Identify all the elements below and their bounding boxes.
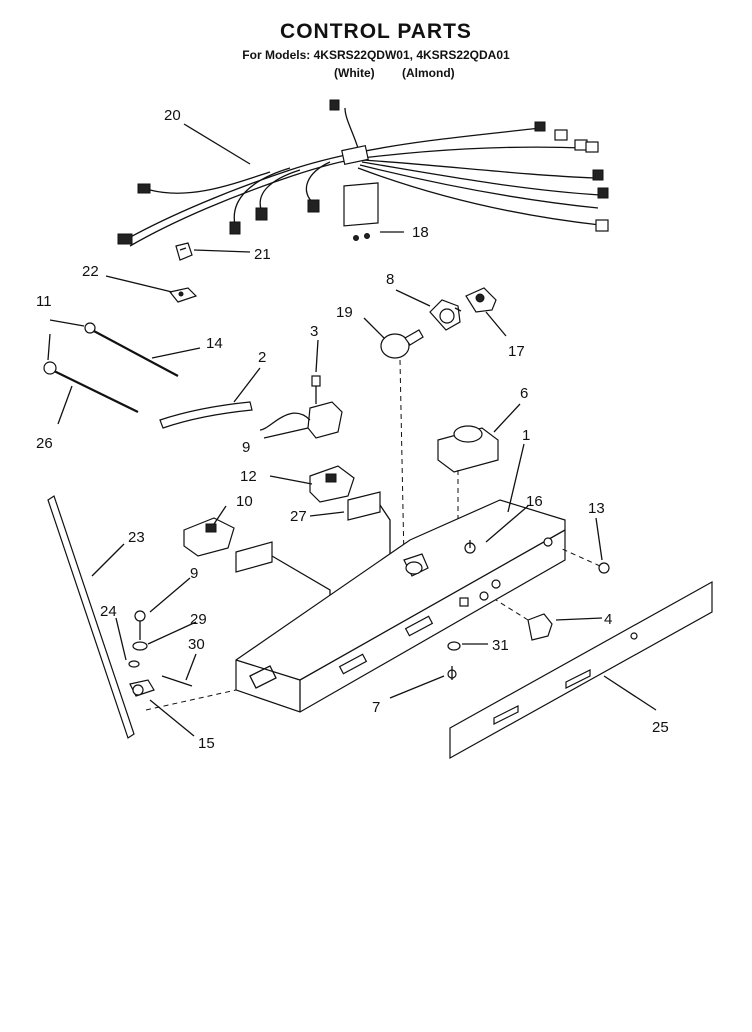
light-bulb-part-19 bbox=[380, 329, 424, 561]
hinge-hardware-group bbox=[128, 610, 237, 711]
callout-9-lower: 9 bbox=[190, 565, 198, 582]
callout-12: 12 bbox=[240, 468, 257, 485]
callout-23: 23 bbox=[128, 529, 145, 546]
tube-part-2 bbox=[159, 401, 253, 429]
callout-11: 11 bbox=[36, 293, 52, 310]
callout-17: 17 bbox=[508, 343, 525, 360]
wire-harness-part-20 bbox=[117, 99, 609, 247]
callout-19: 19 bbox=[336, 304, 353, 321]
callout-labels: 20 18 21 22 8 11 19 3 14 17 2 6 1 26 9 1… bbox=[36, 107, 669, 752]
color-almond-label: (Almond) bbox=[402, 66, 455, 80]
callout-29: 29 bbox=[190, 611, 207, 628]
washer-part-31 bbox=[447, 641, 461, 651]
light-socket-part-8 bbox=[429, 299, 462, 331]
callout-2: 2 bbox=[258, 349, 266, 366]
models-line: For Models: 4KSRS22QDW01, 4KSRS22QDA01 bbox=[242, 48, 510, 62]
switch-part-3 bbox=[259, 375, 343, 439]
callout-14: 14 bbox=[206, 335, 223, 352]
control-housing-part-1 bbox=[235, 499, 566, 713]
callout-25: 25 bbox=[652, 719, 669, 736]
leader-lines bbox=[47, 123, 657, 737]
callout-18: 18 bbox=[412, 224, 429, 241]
callout-10: 10 bbox=[236, 493, 253, 510]
screw-part-7 bbox=[447, 666, 457, 680]
label-sheet-part-27 bbox=[235, 491, 391, 660]
screw-part-13 bbox=[559, 547, 610, 574]
rod-part-26 bbox=[43, 361, 139, 413]
callout-13: 13 bbox=[588, 500, 605, 517]
callout-22: 22 bbox=[82, 263, 99, 280]
bracket-part-10 bbox=[183, 517, 235, 557]
callout-9-upper: 9 bbox=[242, 439, 250, 456]
connector-part-4 bbox=[495, 599, 553, 641]
callout-15: 15 bbox=[198, 735, 215, 752]
callout-16: 16 bbox=[526, 493, 543, 510]
front-trim-part-25 bbox=[449, 580, 713, 760]
callout-7: 7 bbox=[372, 699, 380, 716]
callout-6: 6 bbox=[520, 385, 528, 402]
plate-part-18 bbox=[343, 182, 379, 241]
color-white-label: (White) bbox=[334, 66, 375, 80]
bracket-part-12 bbox=[309, 465, 355, 503]
side-strip-part-23 bbox=[47, 495, 135, 739]
clip-part-21 bbox=[175, 242, 193, 261]
screw-part-16 bbox=[464, 540, 476, 554]
callout-26: 26 bbox=[36, 435, 53, 452]
diagram-title: CONTROL PARTS bbox=[280, 20, 472, 43]
callout-1: 1 bbox=[522, 427, 530, 444]
callout-24: 24 bbox=[100, 603, 117, 620]
callout-21: 21 bbox=[254, 246, 271, 263]
callout-31: 31 bbox=[492, 637, 509, 654]
socket-bracket-part-17 bbox=[465, 287, 497, 313]
clip-part-22 bbox=[168, 287, 198, 303]
rod-part-14 bbox=[84, 322, 179, 377]
callout-8: 8 bbox=[386, 271, 394, 288]
callout-20: 20 bbox=[164, 107, 181, 124]
callout-3: 3 bbox=[310, 323, 318, 340]
callout-30: 30 bbox=[188, 636, 205, 653]
callout-27: 27 bbox=[290, 508, 307, 525]
callout-4: 4 bbox=[604, 611, 612, 628]
